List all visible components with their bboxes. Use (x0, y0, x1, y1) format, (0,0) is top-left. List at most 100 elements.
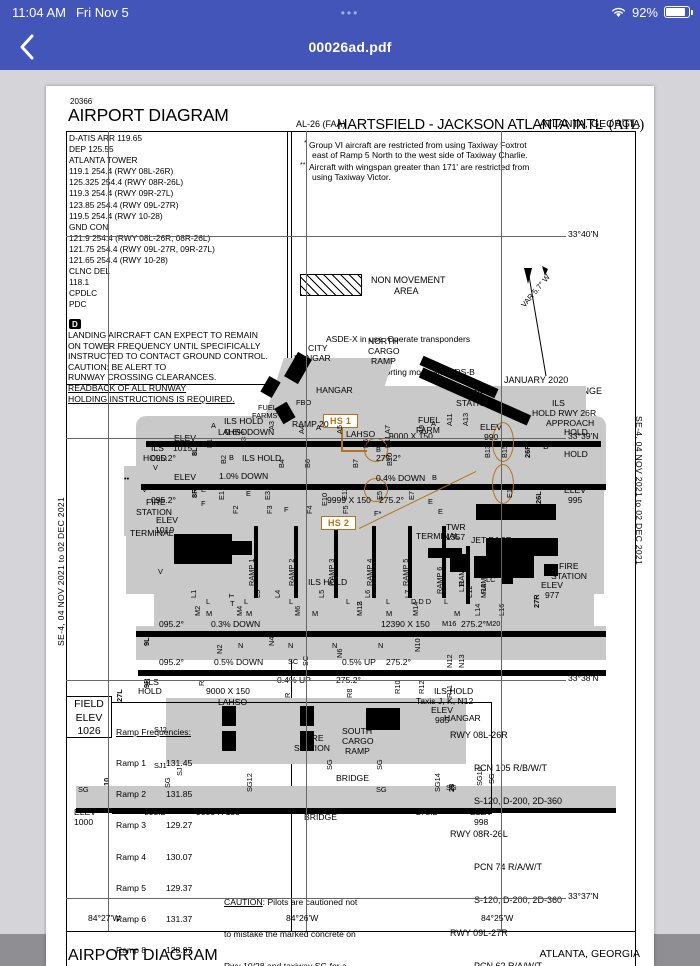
label-ramp-6: RAMP 6 (435, 566, 444, 594)
taxiway-e5: E5 (375, 490, 384, 500)
landing-caution-block: LANDING AIRCRAFT CAN EXPECT TO REMAIN ON… (68, 330, 268, 404)
taxiway-r-1: R (197, 680, 206, 686)
ramp-freq-name: Ramp 4 (116, 851, 147, 862)
taxiway-e-1: E (201, 485, 206, 494)
elev-label-995-l: ELEV (564, 485, 586, 495)
lon-line-8426 (306, 131, 307, 931)
taxiway-l12: L12 (465, 585, 474, 598)
chart-number: 20366 (70, 97, 93, 106)
taxiway-a7: A7 (383, 424, 392, 434)
east-building (476, 504, 556, 520)
taxiway-e7: E7 (407, 490, 416, 500)
taxiway-f-3: F* (374, 509, 382, 518)
back-button[interactable] (10, 30, 44, 64)
rwy-data-strength: S-120, D-200, 2D-360 (474, 796, 563, 806)
elev-label-1019-l: ELEV (156, 515, 178, 525)
taxiway-r8: R8 (345, 688, 354, 698)
ramp-freq-value: 131.45 (166, 758, 193, 769)
taxiway-e3: E3 (263, 490, 272, 500)
airport-ident: (ATL) (608, 116, 644, 133)
taxiway-n-1: N (238, 641, 244, 650)
bottom-caution-line: CAUTION: Pilots are cautioned not (224, 897, 358, 908)
jet-base-building-5 (501, 572, 513, 584)
label-ils-hold-2b: HOLD (143, 453, 167, 463)
taxiway-m18: M18 (479, 583, 488, 598)
rwy-data-name: RWY 08R-26L (450, 829, 508, 839)
ios-status-bar: 11:04 AM Fri Nov 5 ••• 92% (0, 0, 700, 24)
rwy-data-pcn: PCN 74 R/A/W/T (474, 862, 543, 872)
label-fire-station-w-2: STATION (136, 507, 172, 517)
label-north-cargo-2: CARGO (368, 346, 400, 356)
taxiway-n12: N12 (445, 654, 454, 668)
rwy-end-8l: 8L (190, 447, 199, 456)
taxiway-r-2: R (283, 692, 292, 698)
taxiway-b13: B13 (483, 444, 492, 458)
lon-label-8427: 84°27'W (88, 913, 121, 923)
runway-10-28 (76, 808, 616, 813)
label-fire-station-ne-2: STATION (456, 398, 492, 408)
label-hangar: HANGAR (316, 385, 353, 395)
lat-label-3340: 33°40'N (568, 229, 599, 239)
city-state-header: ATLANTA, GEORGIA (539, 118, 640, 130)
taxiway-m-2: M (246, 609, 253, 618)
status-left: 11:04 AM Fri Nov 5 (12, 5, 129, 20)
taxiway-f4: F4 (305, 505, 314, 514)
ils-hold-26r-2: APPROACH (546, 418, 595, 428)
caution-line: ON TOWER FREQUENCY UNTIL SPECIFICALLY (68, 340, 261, 351)
status-date: Fri Nov 5 (75, 4, 129, 20)
south-hangar-building (366, 708, 400, 730)
rwy-end-10: 10 (102, 777, 111, 786)
caution-line: LANDING AIRCRAFT CAN EXPECT TO REMAIN (68, 330, 258, 340)
label-fuel-farm-2: FARM (416, 425, 440, 435)
label-ils-hold-taxis: Taxis J, K, N12 (416, 696, 474, 706)
rwy-end-27r: 27R (532, 594, 541, 608)
label-south-cargo-2: CARGO (342, 736, 374, 746)
concourse-b (334, 526, 338, 598)
taxiway-m-3: M (312, 609, 319, 618)
multitask-dots-icon[interactable]: ••• (340, 5, 360, 20)
wifi-icon (611, 7, 626, 17)
ils-hold-26r-0: ILS (552, 398, 565, 408)
taxiway-l-6: L (444, 597, 449, 606)
taxiway-l3: L3 (253, 589, 262, 598)
hotspot-circle-2 (364, 478, 388, 502)
ramp-freq-value: 129.27 (166, 820, 193, 831)
rwy-data-pcn: PCN 105 R/B/W/T (474, 763, 548, 773)
gradient-1: 0.6% DOWN (225, 427, 275, 437)
label-fuel: FUEL (258, 403, 277, 412)
taxiway-a11: A11 (445, 413, 454, 426)
taxiway-r11: R11 (445, 684, 454, 698)
label-fbo: FBO (296, 398, 312, 407)
pdf-scroll-area[interactable]: 20366 AIRPORT DIAGRAM HARTSFIELD - JACKS… (0, 70, 700, 966)
terminal-stem (232, 541, 252, 555)
bearing-2: 275.2° (376, 453, 401, 463)
bearing-1: 095.2° (151, 453, 176, 463)
taxiway-b2: B2 (219, 454, 228, 464)
pdf-page: 20366 AIRPORT DIAGRAM HARTSFIELD - JACKS… (46, 86, 654, 966)
side-text-right: SE-4, 04 NOV 2021 to 02 DEC 2021 (634, 416, 644, 566)
ramp-freq-name: Ramp 1 (116, 758, 147, 769)
taxiway-f-2: F (284, 505, 289, 514)
hotspot-hs-1[interactable]: HS 1 (323, 414, 359, 428)
elev-label-998-l: ELEV (470, 807, 492, 817)
comm-line: 123.85 254.4 (RWY 09L-27R) (69, 199, 179, 210)
ramp-freq-row: Ramp 1 131.45 (116, 758, 241, 768)
taxiway-m-1: M (206, 609, 213, 618)
concourse-d (408, 526, 412, 598)
concourse-cross (428, 548, 462, 558)
label-lahso-1: LAHSO (218, 427, 248, 437)
hotspot-hs-2[interactable]: HS 2 (321, 516, 357, 530)
ramp-freq-name: Ramp 6 (116, 914, 147, 925)
comm-line: 121.75 254.4 (RWY 09L-27R, 09R-27L) (69, 243, 215, 254)
elev-label-977-l: ELEV (541, 580, 563, 590)
label-bridge-1: BRIDGE (336, 773, 369, 783)
taxiway-t: T (227, 593, 236, 598)
lat-line-3338 (66, 680, 566, 681)
asde-line: ASDE-X in use. Operate transponders (326, 334, 471, 344)
non-movement-swatch (300, 274, 362, 296)
label-ramp-2: RAMP 2 (287, 558, 296, 586)
taxiway-m-5: M (454, 609, 461, 618)
taxiway-a5: A5 (335, 424, 344, 434)
note-marker-1: * (304, 140, 307, 148)
